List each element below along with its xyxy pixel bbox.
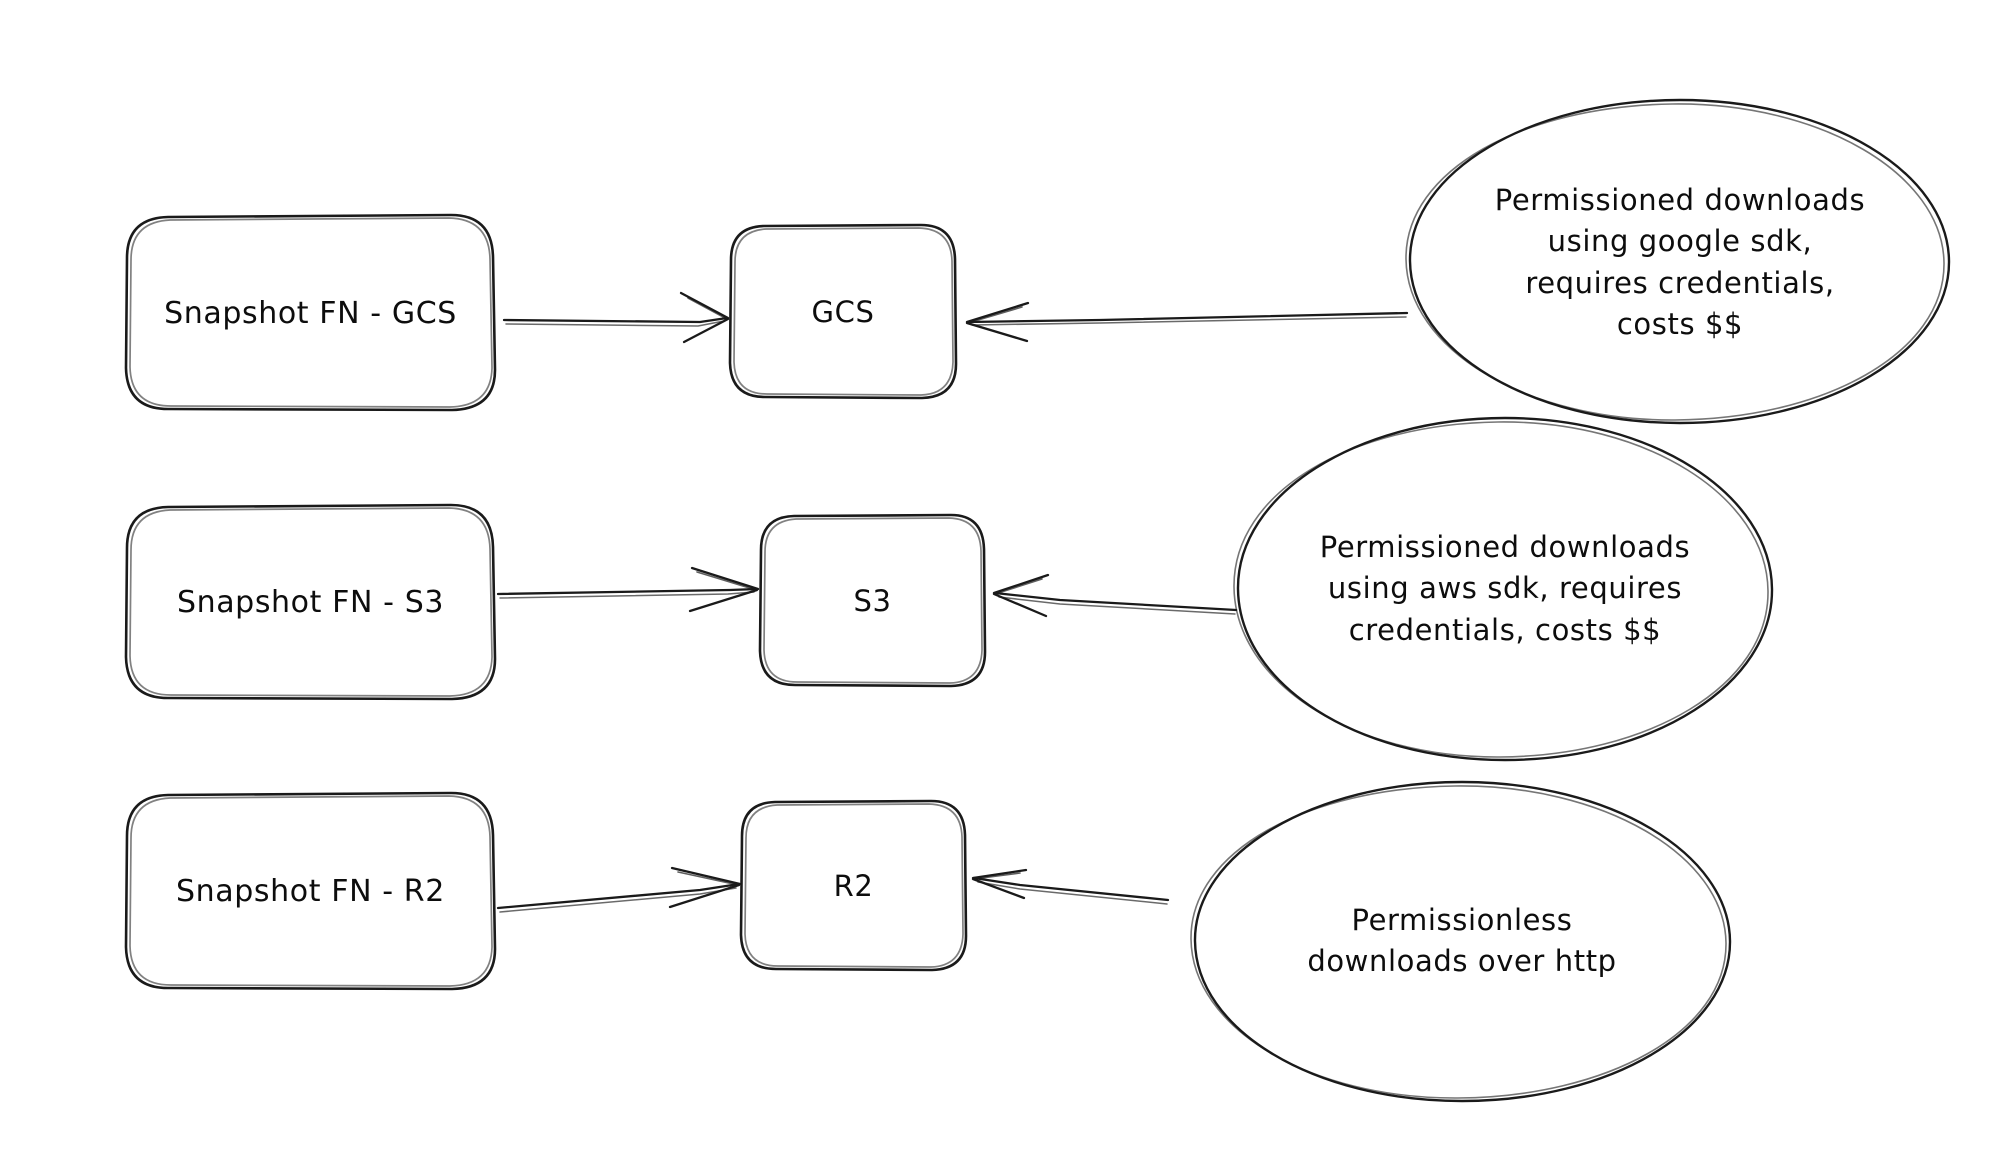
edge-gcs-write-arrow	[502, 291, 730, 344]
edge-s3-note-arrow	[992, 573, 1238, 618]
note-ellipse-s3-shape[interactable]	[1233, 416, 1774, 762]
node-s3-shape[interactable]	[758, 513, 987, 688]
edge-r2-note-arrow	[971, 868, 1170, 905]
node-snapshot-fn-r2-shape[interactable]	[124, 791, 497, 991]
node-snapshot-fn-s3-shape[interactable]	[124, 503, 497, 701]
edge-gcs-note-arrow	[965, 301, 1409, 343]
node-gcs-shape[interactable]	[728, 223, 958, 400]
edge-r2-write-arrow	[496, 866, 742, 913]
note-ellipse-gcs-shape[interactable]	[1405, 98, 1951, 425]
note-ellipse-r2-shape[interactable]	[1190, 780, 1732, 1103]
node-r2-shape[interactable]	[739, 799, 968, 972]
edge-s3-write-arrow	[496, 566, 760, 613]
node-snapshot-fn-gcs-shape[interactable]	[124, 213, 497, 412]
